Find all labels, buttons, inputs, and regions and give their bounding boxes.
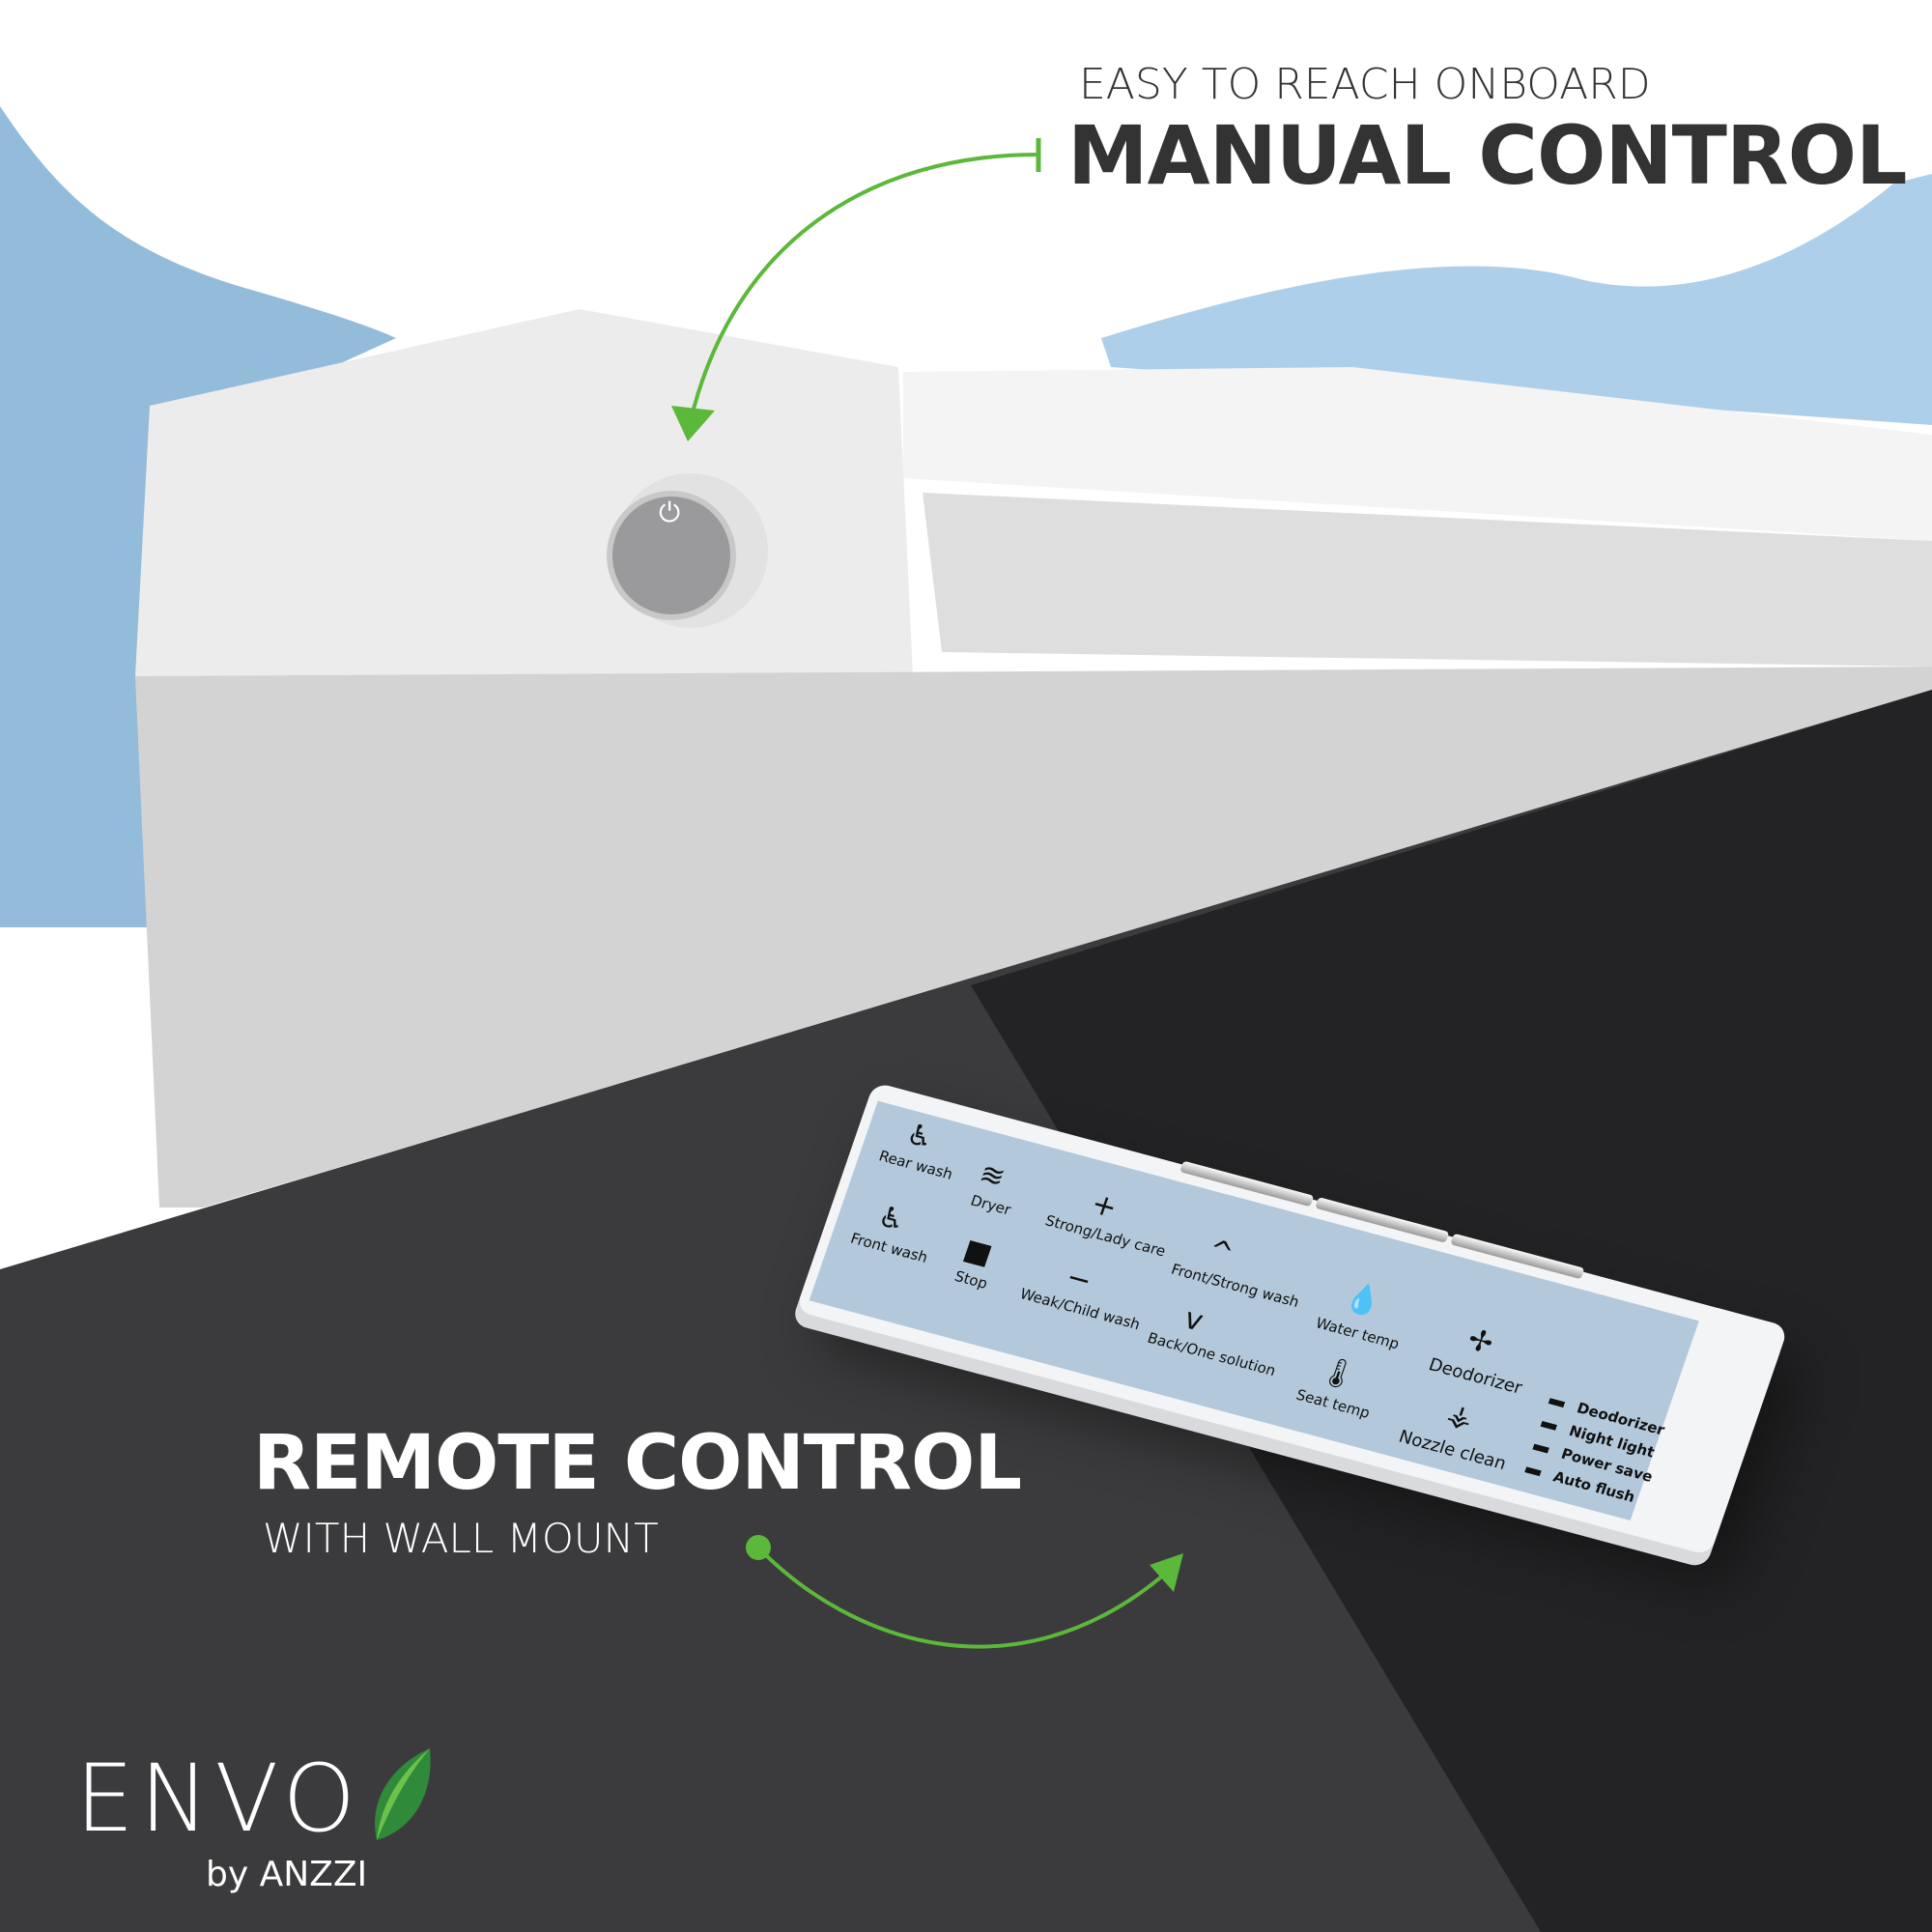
toilet-body <box>135 667 1932 1208</box>
water-splash-right <box>1101 174 1932 425</box>
toilet-seat-side <box>923 493 1932 667</box>
dryer-icon: ≋ <box>975 1156 1009 1196</box>
seat-temp-button[interactable]: Seat temp <box>1293 1385 1373 1422</box>
headline-title: MANUAL CONTROL <box>1067 108 1908 203</box>
deodorizer-icon: ✢ <box>1463 1322 1498 1361</box>
remote-title: REMOTE CONTROL <box>253 1420 1022 1507</box>
logo-wordmark: ENVO <box>75 1745 362 1853</box>
front-strong-wash-button[interactable]: Front/Strong wash <box>1169 1260 1302 1312</box>
water-temp-icon: 💧 <box>1340 1279 1387 1321</box>
chevron-down-icon: v <box>1179 1301 1208 1339</box>
manual-control-knob <box>607 491 736 620</box>
seat-temp-icon: 🌡 <box>1315 1352 1362 1395</box>
plus-icon: + <box>1087 1186 1122 1226</box>
logo-byline: by ANZZI <box>206 1854 368 1894</box>
arrow-head-icon <box>671 406 715 441</box>
arrow-head-icon <box>1150 1553 1183 1592</box>
back-one-solution-button[interactable]: Back/One solution <box>1145 1328 1278 1380</box>
leaf-icon <box>375 1748 431 1840</box>
nozzle-clean-icon: ⚶ <box>1442 1397 1478 1436</box>
arrow-to-remote <box>756 1546 1166 1649</box>
chevron-up-icon: ^ <box>1203 1233 1238 1272</box>
water-splash-left <box>0 106 396 927</box>
stop-icon: ■ <box>958 1233 997 1272</box>
remote-subtitle: WITH WALL MOUNT <box>263 1515 659 1562</box>
toilet-seat-lid <box>903 367 1932 541</box>
deodorizer-button[interactable]: Deodorizer <box>1426 1354 1525 1399</box>
arrow-to-manual-control <box>689 153 1039 421</box>
minus-icon: − <box>1062 1260 1096 1299</box>
dryer-button[interactable]: Dryer <box>968 1191 1013 1219</box>
rear-wash-icon: ♿ <box>901 1117 939 1156</box>
front-wash-icon: ♿ <box>873 1199 910 1239</box>
brand-logo: ENVO by ANZZI <box>75 1745 435 1894</box>
logo-row: ENVO <box>75 1745 435 1853</box>
water-temp-button[interactable]: Water temp <box>1313 1314 1402 1353</box>
power-icon: ⏻ <box>659 497 680 528</box>
headline-subtitle: EASY TO REACH ONBOARD <box>1079 60 1651 109</box>
